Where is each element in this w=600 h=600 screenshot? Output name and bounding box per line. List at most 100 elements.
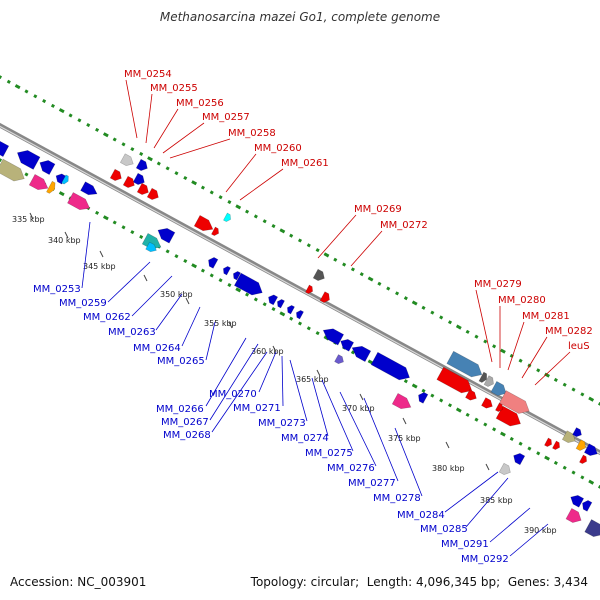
gc-dot-outer: [191, 180, 198, 186]
gc-dot-inner: [262, 302, 267, 307]
reverse-gene-label: MM_0276: [327, 463, 375, 474]
gc-dot-outer: [350, 267, 355, 272]
gc-dot-outer: [492, 344, 497, 349]
gc-dot-inner: [465, 412, 470, 417]
scale-tick-mark: [185, 297, 190, 305]
gc-dot-outer: [6, 79, 11, 84]
gc-dot-inner: [315, 331, 320, 336]
topology-value: circular: [310, 575, 356, 589]
gc-dot-inner: [227, 282, 232, 288]
reverse-gene-label: MM_0268: [163, 430, 211, 441]
gc-dot-inner: [588, 479, 595, 485]
gc-dot-inner: [235, 287, 242, 293]
gene-arrow: [208, 257, 219, 269]
reverse-gene-label: MM_0292: [461, 554, 509, 565]
gene-arrow: [80, 181, 98, 196]
forward-leader-line: [225, 153, 257, 193]
gc-dot-outer: [465, 329, 470, 334]
gc-dot-outer: [33, 94, 38, 99]
gene-arrow: [570, 495, 585, 508]
gc-dot-outer: [245, 209, 250, 214]
gc-dot-outer: [77, 118, 82, 123]
gene-arrow: [481, 397, 493, 409]
gc-dot-inner: [191, 263, 198, 269]
reverse-leader-line: [131, 275, 173, 317]
reverse-gene-label: MM_0275: [305, 448, 353, 459]
gc-dot-inner: [411, 383, 418, 389]
map-title: Methanosarcina mazei Go1, complete genom…: [159, 10, 441, 24]
gc-dot-inner: [245, 292, 250, 297]
gc-dot-outer: [430, 310, 435, 315]
gene-arrow: [61, 174, 69, 185]
gene-arrow: [287, 305, 295, 315]
forward-gene-label: MM_0254: [124, 69, 172, 80]
forward-leader-line: [521, 336, 548, 379]
gc-dot-inner: [430, 393, 435, 398]
gc-dot-outer: [95, 127, 100, 132]
forward-leader-line: [153, 108, 179, 149]
forward-leader-line: [145, 93, 153, 144]
reverse-leader-line: [205, 337, 247, 407]
gc-dot-inner: [527, 446, 532, 451]
gene-arrow: [157, 228, 176, 244]
forward-leader-line: [350, 230, 383, 267]
gene-arrow: [513, 453, 526, 466]
forward-gene-label: MM_0272: [380, 220, 428, 231]
gene-arrow: [141, 233, 162, 250]
scale-tick-mark: [402, 417, 407, 425]
gene-arrow: [446, 350, 483, 378]
scale-tick-label: 360 kbp: [251, 347, 284, 356]
gc-dot-inner: [58, 191, 65, 197]
gc-dot-inner: [218, 278, 223, 283]
reverse-leader-line: [81, 221, 91, 289]
gc-dot-outer: [50, 103, 55, 108]
length-label: Length:: [366, 575, 413, 589]
gc-dot-outer: [306, 243, 311, 248]
gc-dot-outer: [253, 214, 258, 219]
gene-arrow: [499, 390, 530, 414]
reverse-leader-line: [444, 471, 499, 513]
gc-dot-outer: [279, 228, 286, 234]
gc-dot-inner: [439, 398, 444, 403]
gene-arrow: [109, 168, 122, 181]
gene-arrow: [582, 500, 593, 512]
scale-tick-mark: [445, 441, 450, 449]
gc-dot-outer: [395, 291, 400, 296]
gc-dot-inner: [253, 297, 258, 302]
gene-arrow: [465, 389, 477, 401]
gc-dot-inner: [209, 273, 214, 278]
gc-dot-inner: [455, 407, 462, 413]
gc-dot-outer: [553, 377, 558, 382]
reverse-gene-label: MM_0266: [156, 404, 204, 415]
gc-dot-outer: [580, 392, 585, 397]
gc-dot-outer: [262, 219, 267, 224]
reverse-leader-line: [465, 477, 509, 528]
reverse-gene-label: MM_0267: [161, 417, 209, 428]
gc-dot-outer: [174, 171, 179, 176]
reverse-leader-line: [107, 261, 151, 303]
gene-arrow: [483, 375, 494, 387]
gene-labels: MM_0254MM_0255MM_0256MM_0257MM_0258MM_02…: [33, 69, 593, 565]
gene-arrow: [312, 268, 325, 281]
forward-gene-label: leuS: [568, 341, 590, 352]
gc-dot-outer: [58, 108, 65, 114]
genes-label: Genes:: [507, 575, 550, 589]
forward-gene-label: MM_0255: [150, 83, 198, 94]
gene-arrow: [136, 182, 149, 195]
scale-tick-mark: [29, 212, 34, 220]
reverse-leader-line: [321, 379, 354, 452]
reverse-leader-line: [289, 359, 308, 422]
forward-gene-label: MM_0282: [545, 326, 593, 337]
scale-tick-mark: [359, 393, 364, 401]
gc-dot-inner: [139, 234, 144, 239]
gc-dot-inner: [509, 436, 514, 441]
gc-dot-outer: [200, 185, 205, 190]
gc-dot-outer: [42, 99, 47, 104]
gc-dot-outer: [411, 300, 418, 306]
gc-dot-inner: [518, 441, 523, 446]
gc-dot-outer: [571, 387, 576, 392]
gc-dot-outer: [439, 315, 444, 320]
gc-dot-inner: [200, 268, 205, 273]
gc-dot-outer: [297, 238, 303, 243]
